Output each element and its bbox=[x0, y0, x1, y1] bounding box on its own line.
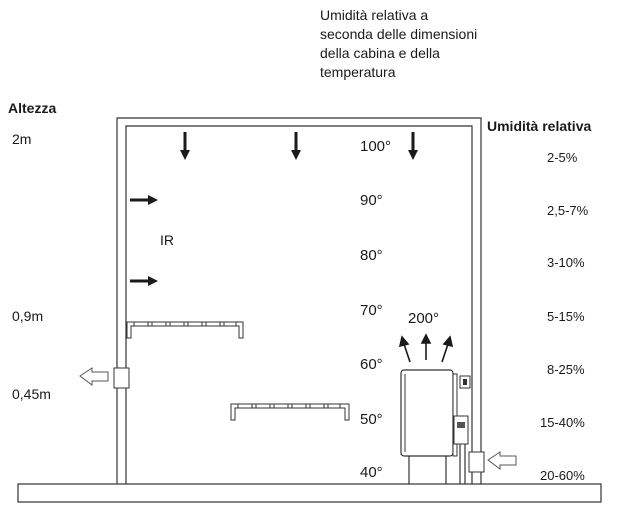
cabin-wall-inner bbox=[125, 125, 473, 484]
humidity-value: 5-15% bbox=[547, 309, 585, 324]
upper-bench bbox=[126, 321, 244, 339]
temperature-label: 40° bbox=[360, 464, 383, 481]
diagram-caption: Umidità relativa a seconda delle dimensi… bbox=[320, 7, 478, 80]
outline-arrow-left-icon bbox=[487, 451, 517, 470]
cabin-wall-outer bbox=[116, 117, 482, 484]
up-arrow-icon bbox=[398, 333, 454, 363]
lower-bench bbox=[230, 403, 350, 421]
height-label-0-9m: 0,9m bbox=[12, 308, 44, 324]
floor-slab bbox=[17, 483, 602, 503]
sauna-heater bbox=[400, 369, 471, 484]
temperature-label: 90° bbox=[360, 192, 383, 209]
ir-label: IR bbox=[160, 232, 174, 248]
down-arrow-icon bbox=[291, 132, 301, 160]
humidity-value: 3-10% bbox=[547, 255, 585, 270]
temperature-label: 100° bbox=[360, 138, 392, 155]
temperature-label: 80° bbox=[360, 247, 383, 264]
humidity-value: 2-5% bbox=[547, 150, 578, 165]
temperature-label: 50° bbox=[360, 411, 383, 428]
right-arrow-icon bbox=[130, 276, 158, 286]
outline-arrow-left-icon bbox=[79, 367, 109, 386]
down-arrow-icon bbox=[180, 132, 190, 160]
heater-temperature-label: 200° bbox=[408, 310, 440, 327]
humidity-title: Umidità relativa bbox=[487, 118, 592, 134]
humidity-value: 20-60% bbox=[540, 468, 585, 483]
humidity-value: 8-25% bbox=[547, 362, 585, 377]
height-label-0-45m: 0,45m bbox=[12, 386, 51, 402]
temperature-label: 60° bbox=[360, 356, 383, 373]
height-title: Altezza bbox=[8, 100, 57, 116]
humidity-value: 15-40% bbox=[540, 415, 585, 430]
left-vent bbox=[113, 367, 130, 389]
humidity-value: 2,5-7% bbox=[547, 203, 589, 218]
down-arrow-icon bbox=[408, 132, 418, 160]
right-vent bbox=[468, 451, 485, 473]
right-arrow-icon bbox=[130, 195, 158, 205]
temperature-label: 70° bbox=[360, 302, 383, 319]
height-label-2m: 2m bbox=[12, 131, 32, 147]
